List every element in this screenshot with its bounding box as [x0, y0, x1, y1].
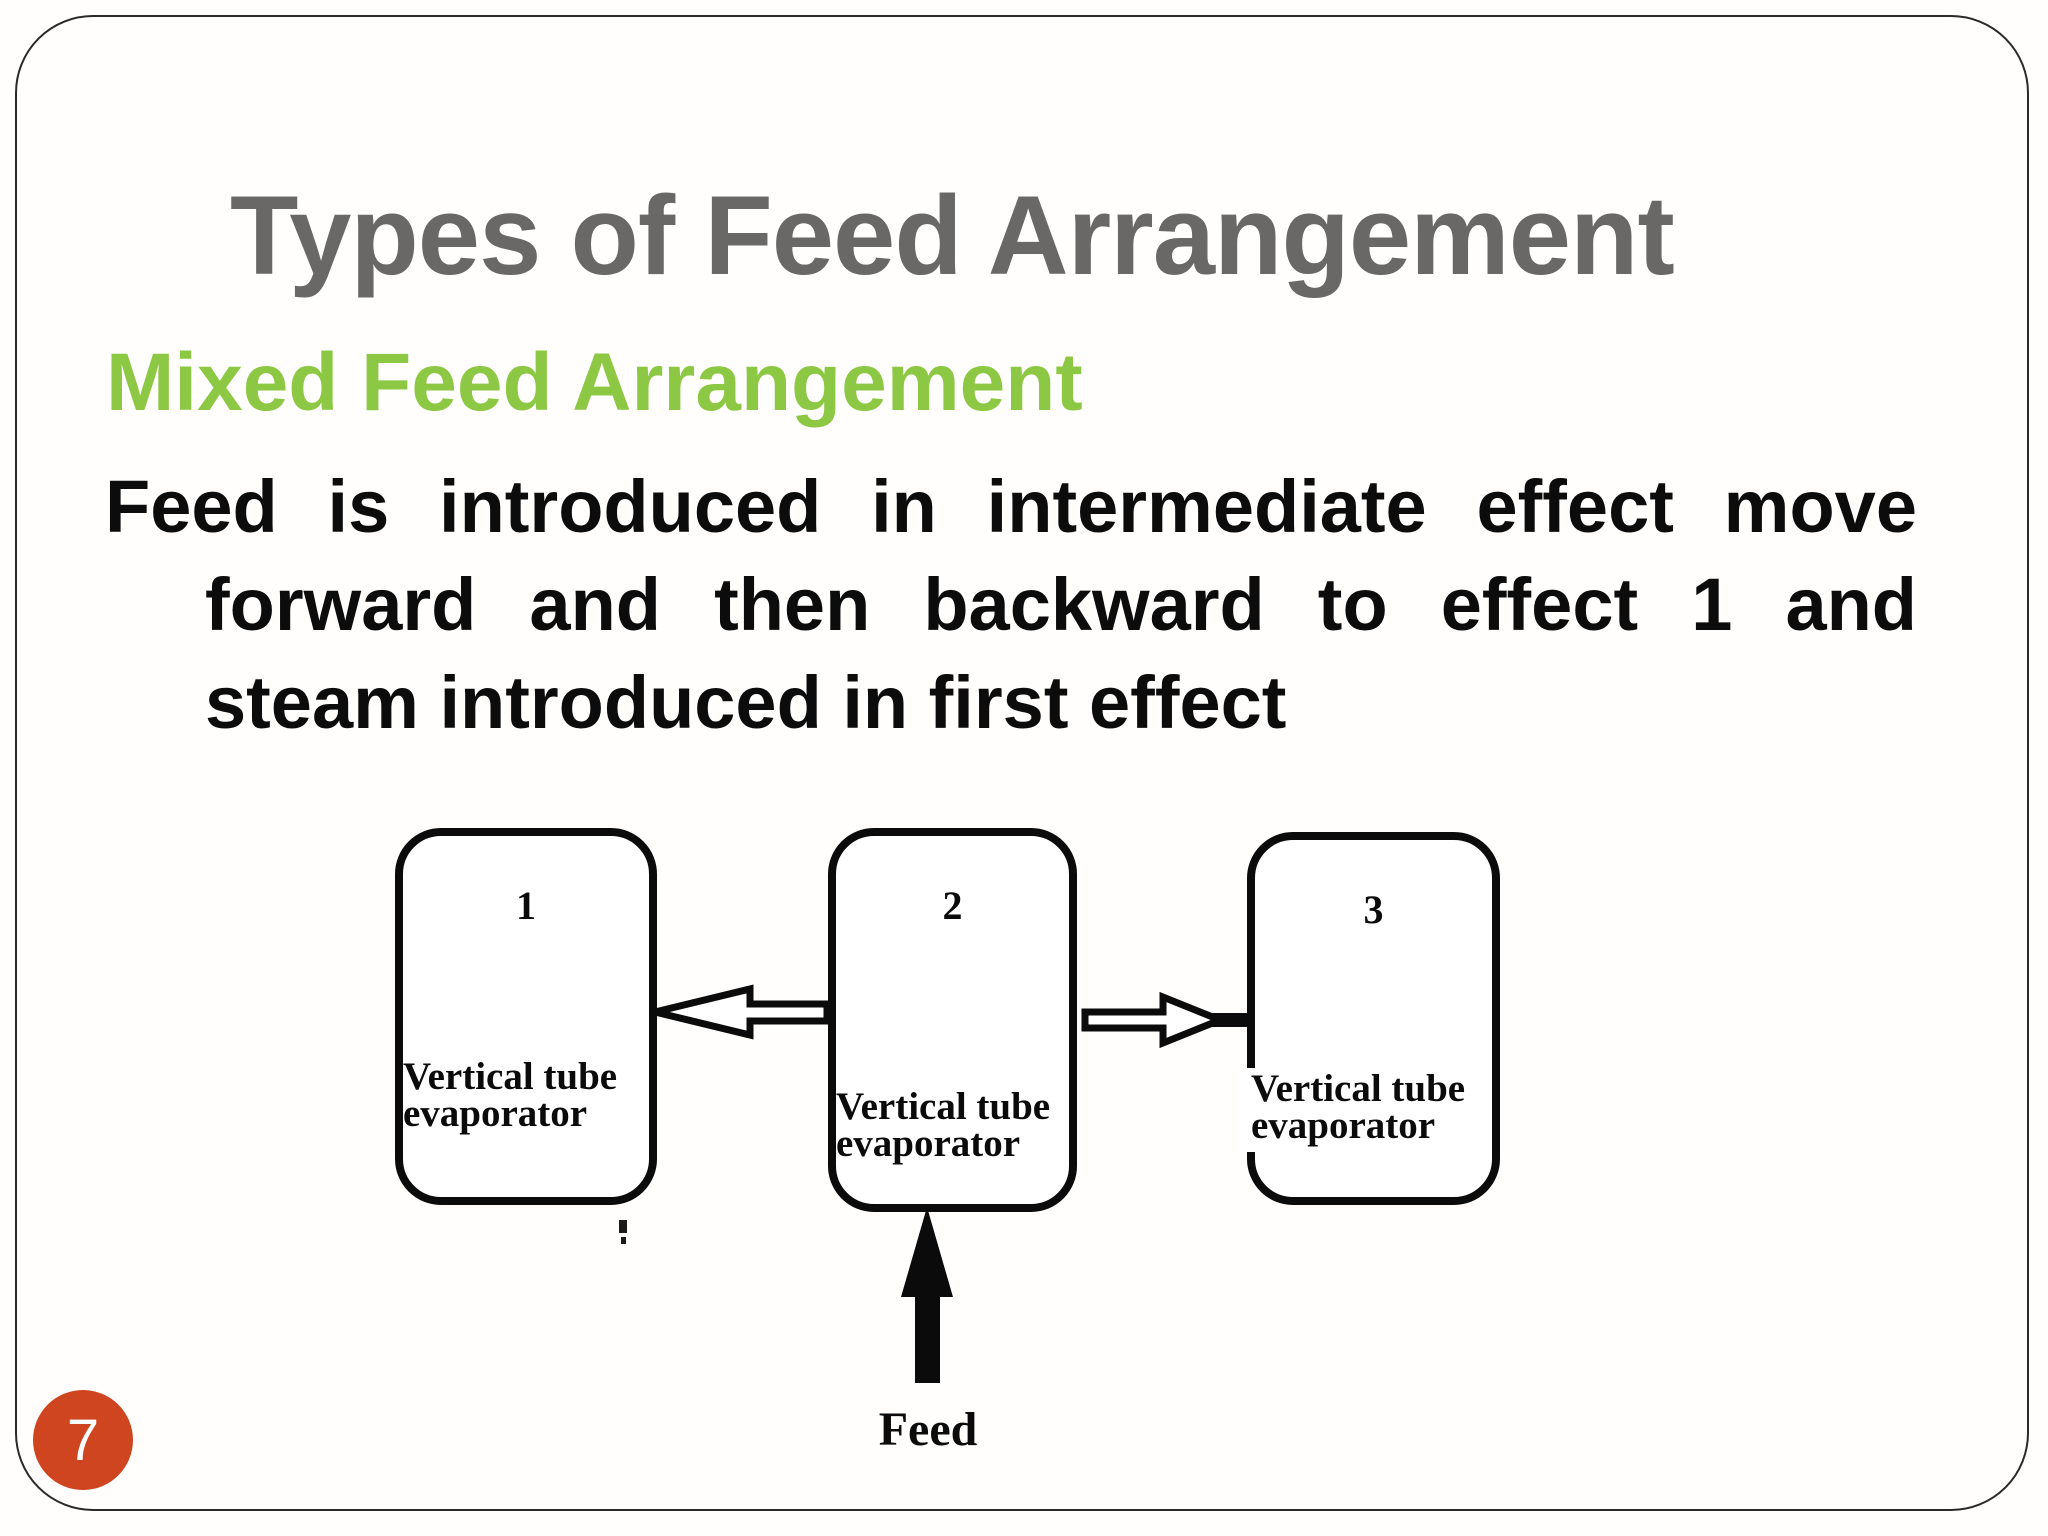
- evaporator-label-1: Vertical tube evaporator: [403, 1055, 618, 1135]
- body-line-2: forward and then backward to effect 1 an…: [205, 563, 1917, 646]
- evaporator-label-2: Vertical tube evaporator: [836, 1085, 1051, 1165]
- evaporator-box-2: 2: [828, 828, 1077, 1212]
- evaporator-box-1: 1: [395, 828, 657, 1205]
- section-heading: Mixed Feed Arrangement: [106, 337, 1083, 428]
- artifact-mark: [621, 1237, 626, 1244]
- evaporator-label-3: Vertical tube evaporator: [1239, 1067, 1474, 1152]
- artifact-mark: [619, 1220, 627, 1233]
- forward-flow-arrow-icon: [1081, 991, 1230, 1049]
- evaporator-label-1-line1: Vertical tube: [403, 1055, 618, 1098]
- forward-arrow-connector: [1212, 1013, 1247, 1027]
- page-number-badge: 7: [33, 1390, 133, 1490]
- evaporator-label-2-line2: evaporator: [836, 1122, 1021, 1165]
- page-title: Types of Feed Arrangement: [230, 173, 1675, 298]
- page-number: 7: [66, 1407, 100, 1473]
- feed-arrow-icon: [901, 1207, 953, 1383]
- evaporator-label-2-line1: Vertical tube: [836, 1085, 1051, 1128]
- body-paragraph: Feed is introduced in intermediate effec…: [105, 458, 1917, 752]
- box-2-number: 2: [942, 883, 963, 928]
- evaporator-label-1-line2: evaporator: [403, 1092, 588, 1135]
- box-1-number: 1: [516, 883, 536, 928]
- body-line-3: steam introduced in first effect: [205, 661, 1287, 744]
- slide-border: [15, 15, 2029, 1511]
- evaporator-label-3-line2: evaporator: [1251, 1104, 1436, 1147]
- feed-label: Feed: [878, 1403, 978, 1456]
- backward-flow-arrow-icon: [654, 984, 831, 1040]
- body-line-1: Feed is introduced in intermediate effec…: [105, 465, 1917, 548]
- evaporator-label-3-line1: Vertical tube: [1251, 1067, 1466, 1110]
- box-3-number: 3: [1363, 887, 1384, 932]
